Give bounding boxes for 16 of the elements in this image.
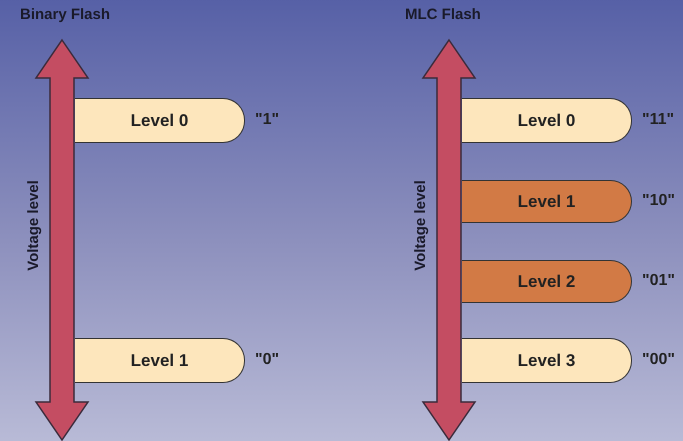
level-bar: Level 2 [462, 260, 632, 303]
panel-title: Binary Flash [20, 6, 110, 23]
level-bar: Level 3 [462, 338, 632, 383]
panel-title: MLC Flash [405, 6, 481, 23]
bit-value: "10" [642, 192, 675, 210]
axis-label: Voltage level [24, 180, 42, 270]
bit-value: "0" [255, 350, 280, 368]
level-bar: Level 0 [462, 98, 632, 143]
bit-value: "11" [642, 110, 674, 128]
bit-value: "00" [642, 350, 675, 368]
bit-value: "1" [255, 110, 280, 128]
level-bar: Level 1 [75, 338, 245, 383]
level-bar: Level 0 [75, 98, 245, 143]
level-bar: Level 1 [462, 180, 632, 223]
axis-label: Voltage level [411, 180, 428, 270]
bit-value: "01" [642, 272, 675, 290]
